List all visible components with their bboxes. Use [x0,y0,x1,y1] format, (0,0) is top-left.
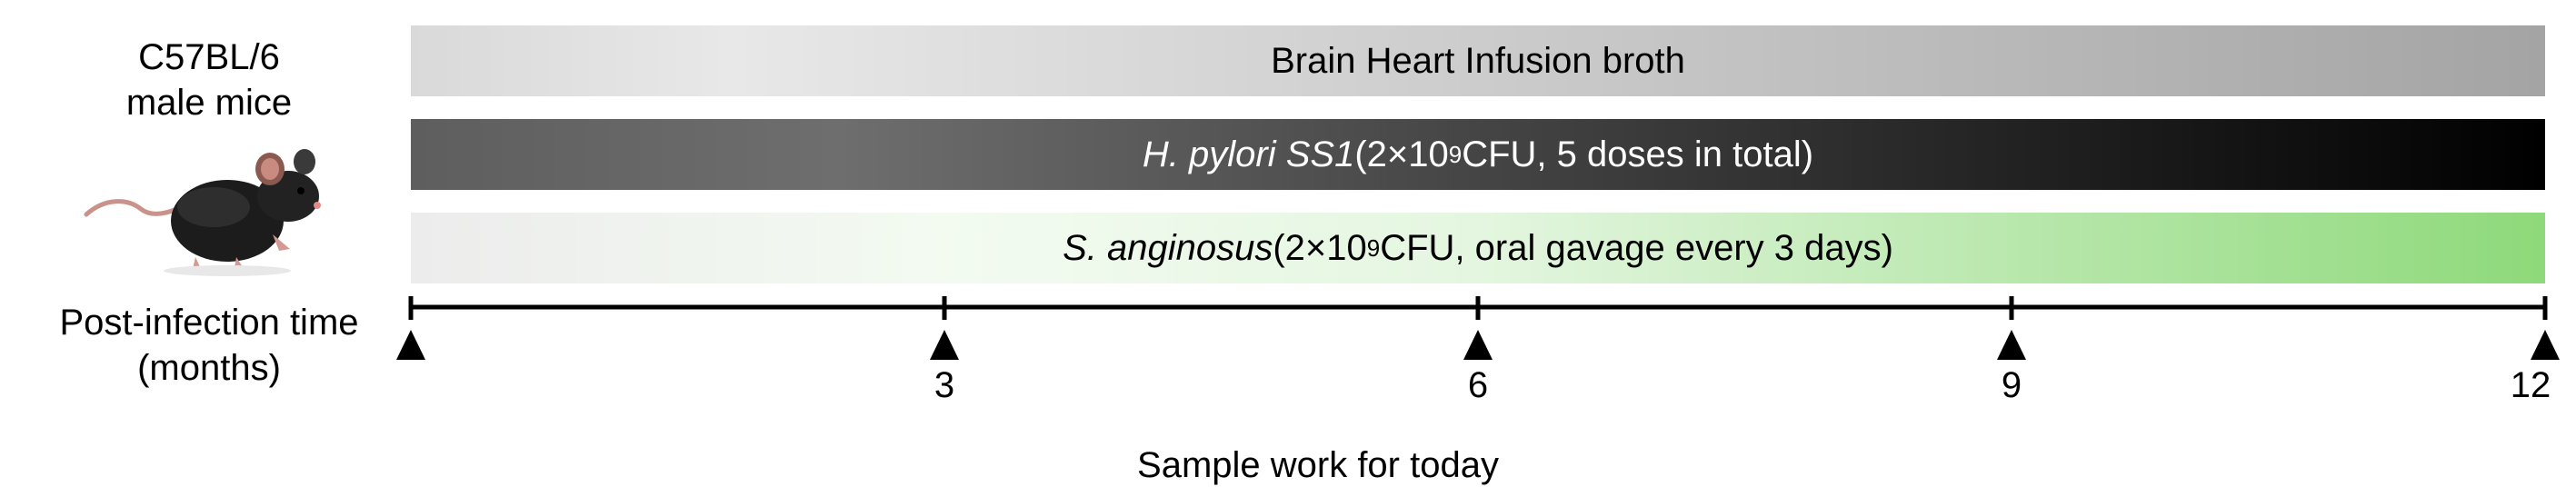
h-pylori-dose-prefix: (2×10 [1354,134,1449,174]
subject-label: C57BL/6 male mice [18,35,400,125]
sampling-marker-3 [930,330,959,360]
tick-label-6: 6 [1467,365,1489,405]
bhi-broth-label: Brain Heart Infusion broth [1271,40,1685,81]
s-anginosus-dose-suffix: CFU, oral gavage every 3 days) [1380,227,1893,268]
timeline-label-unit: (months) [137,348,281,388]
sampling-marker-0 [396,330,425,360]
sampling-caption: Sample work for today [1137,445,1499,485]
bhi-broth-bar: Brain Heart Infusion broth [411,25,2545,96]
h-pylori-dose-suffix: CFU, 5 doses in total) [1462,134,1814,174]
strain-name: C57BL/6 [138,37,280,77]
s-anginosus-name: S. anginosus [1063,227,1273,268]
h-pylori-name: H. pylori SS1 [1142,134,1355,174]
s-anginosus-dose-prefix: (2×10 [1273,227,1367,268]
sex-description: male mice [125,83,293,123]
timeline-label-title: Post-infection time [59,303,359,343]
tick-label-3: 3 [934,365,955,405]
tick-label-12: 12 [2510,365,2551,405]
sampling-marker-6 [1463,330,1493,360]
timeline-label: Post-infection time (months) [18,300,400,391]
sampling-marker-12 [2531,330,2560,360]
mouse-icon [84,149,321,276]
sampling-marker-9 [1997,330,2026,360]
tick-label-9: 9 [2001,365,2022,405]
timeline-axis [396,296,2560,360]
